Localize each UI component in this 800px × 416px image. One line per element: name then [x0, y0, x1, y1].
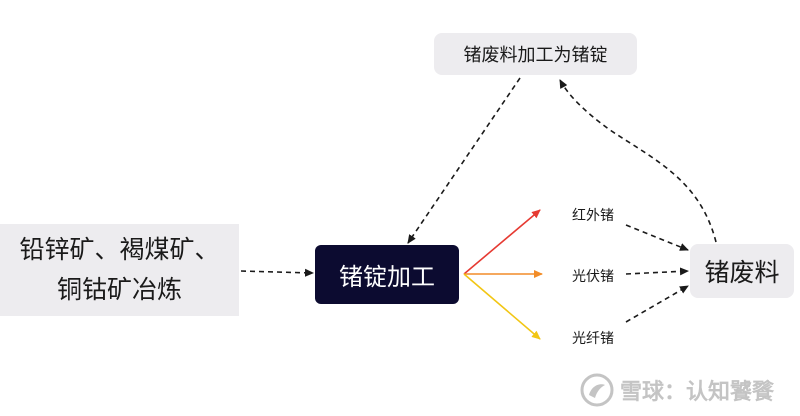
arrow-scrap-to-process — [559, 79, 717, 243]
arrow-ingot-to-ir — [463, 209, 541, 275]
ore-line2: 铜钴矿冶炼 — [56, 275, 182, 304]
arrow-ingot-to-fiber — [463, 273, 541, 340]
product-fiber-label: 光纤锗 — [572, 331, 614, 347]
watermark: 雪球：认知饕餮 — [580, 372, 774, 408]
product-pv-label: 光伏锗 — [572, 269, 614, 285]
arrow-scrap-process-to-ingot — [407, 77, 521, 244]
product-ir-label: 红外锗 — [572, 208, 614, 224]
arrow-ir-to-scrap — [625, 224, 689, 251]
arrow-fiber-to-scrap — [625, 285, 689, 323]
scrap-node: 锗废料 — [690, 244, 794, 298]
ingot-processing-node: 锗锭加工 — [315, 245, 459, 304]
scrap-to-ingot-node: 锗废料加工为锗锭 — [434, 33, 637, 75]
snowball-logo-icon — [580, 373, 614, 407]
arrow-ore-to-ingot — [240, 268, 314, 277]
ore-line1: 铅锌矿、褐煤矿、 — [19, 235, 220, 264]
ore-smelting-node: 铅锌矿、褐煤矿、 铜钴矿冶炼 — [0, 224, 239, 316]
arrow-pv-to-scrap — [625, 267, 689, 276]
watermark-text: 雪球：认知饕餮 — [620, 380, 775, 405]
